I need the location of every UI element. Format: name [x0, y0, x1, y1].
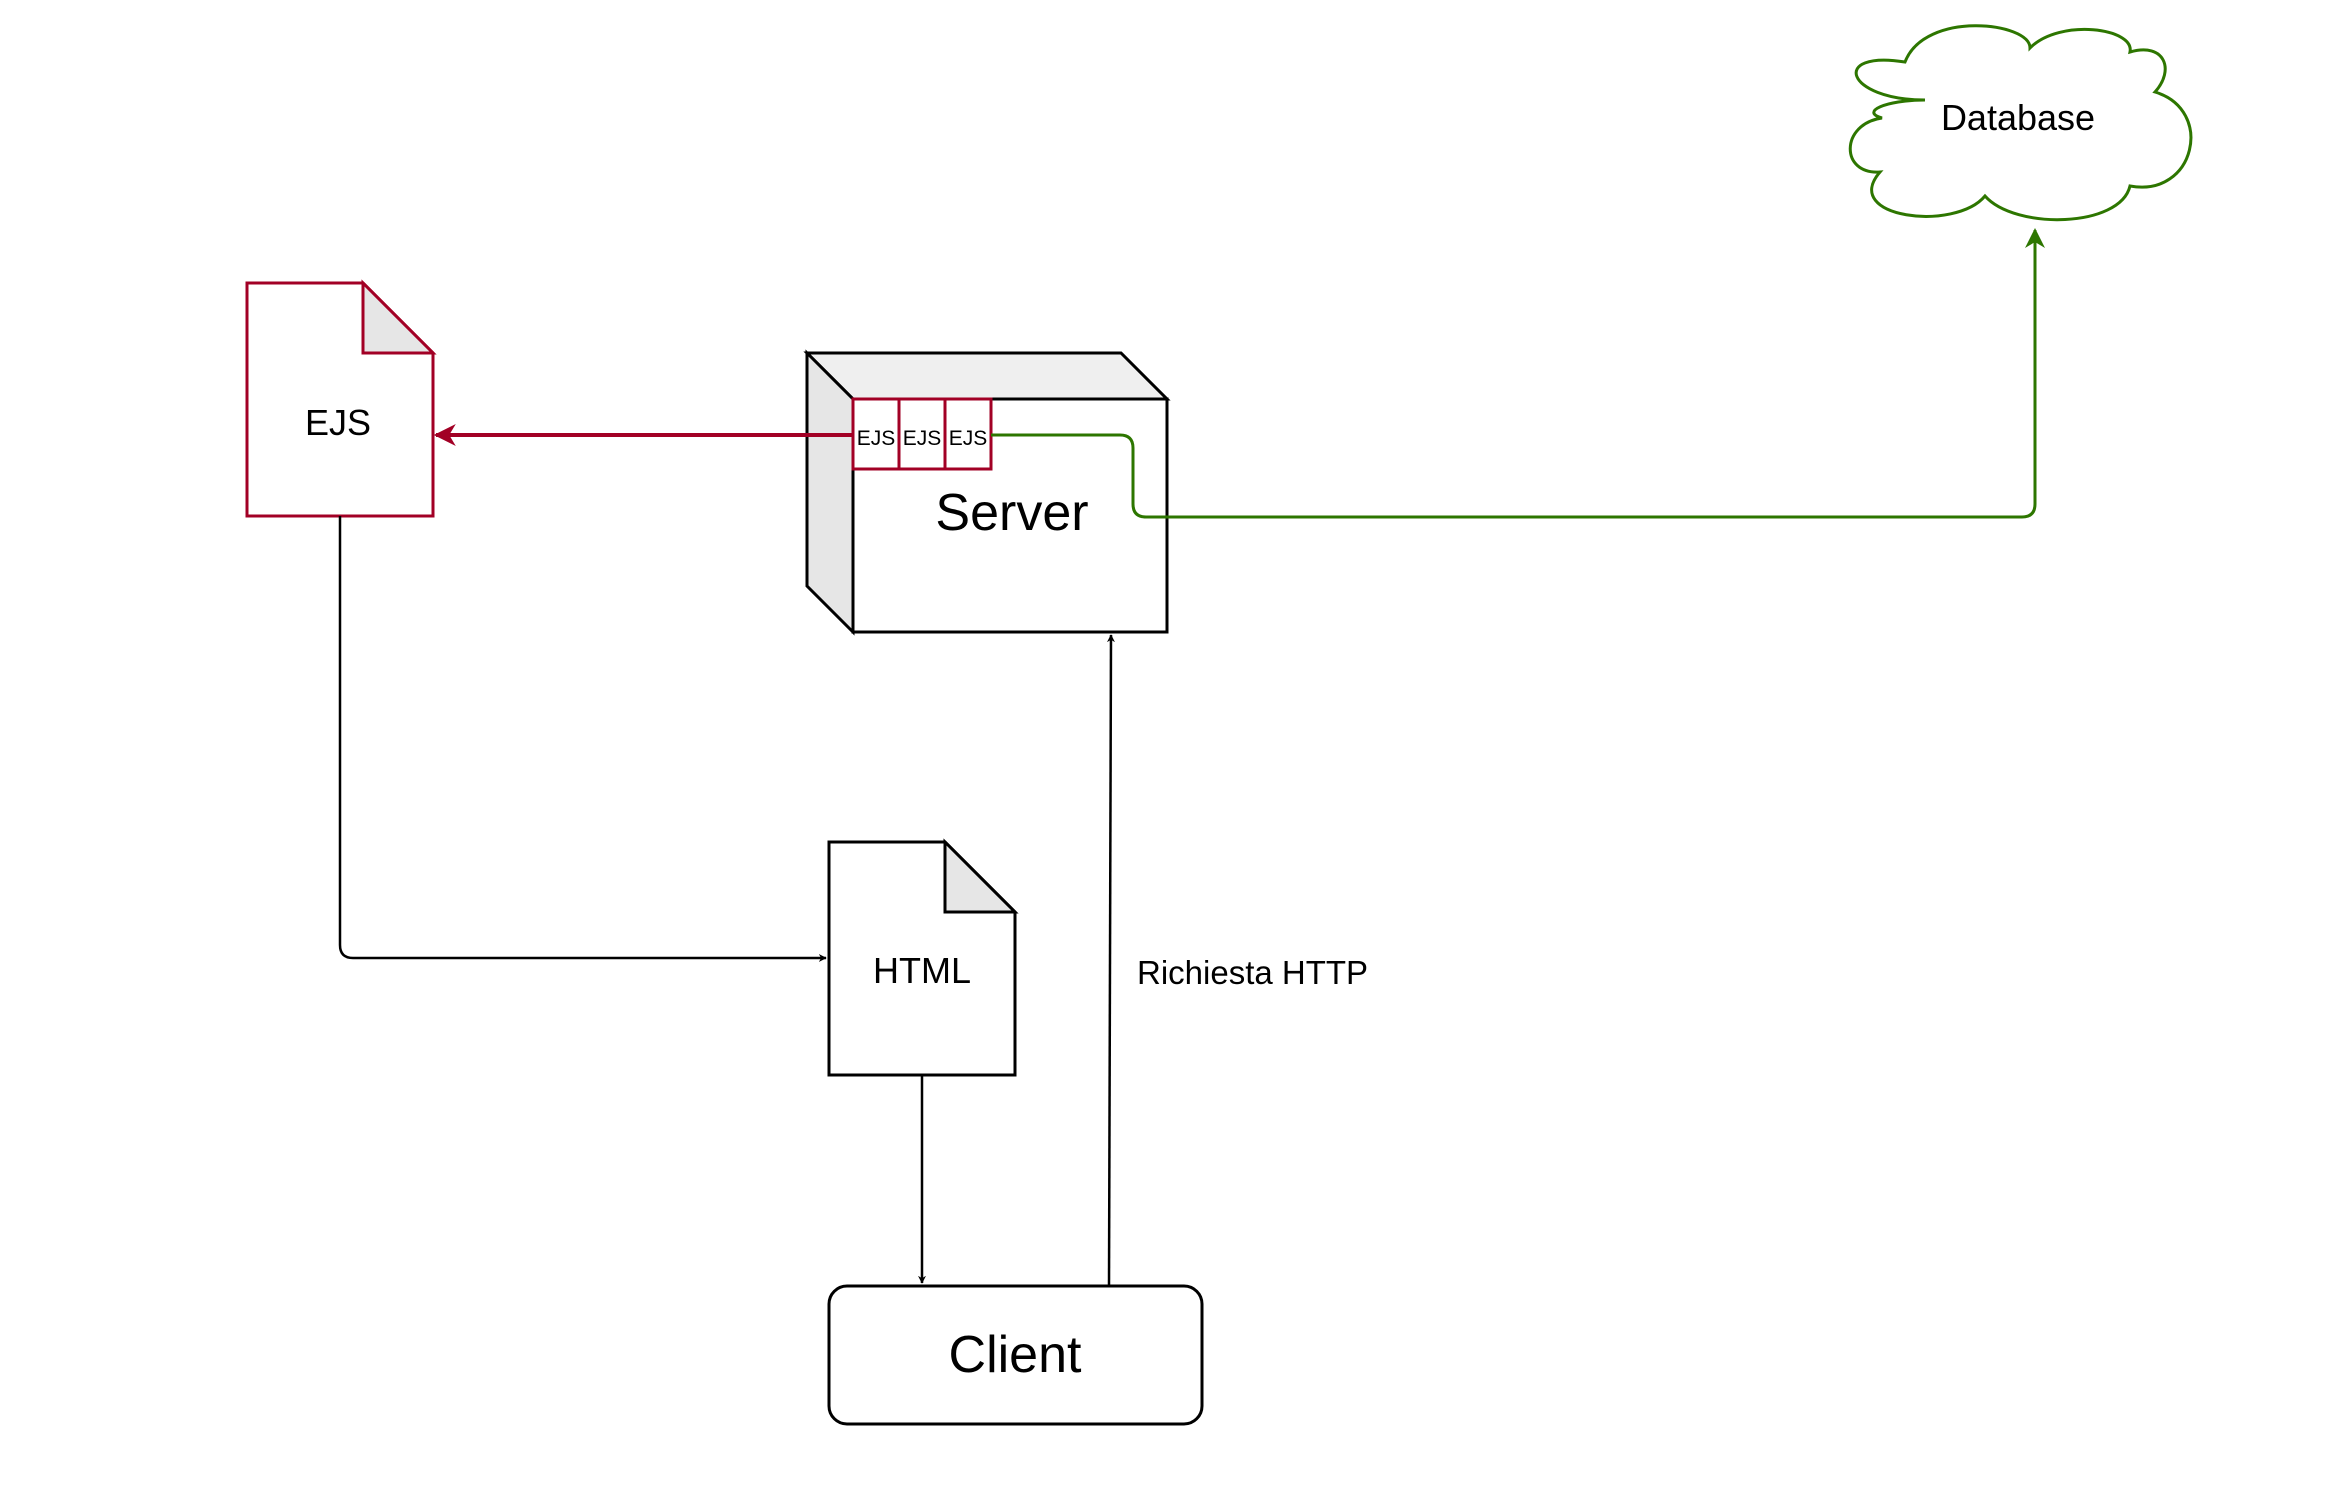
ejs-template-label: EJS	[903, 427, 942, 450]
edge-ejs-to-html	[338, 516, 827, 962]
ejs-document-shape	[245, 281, 435, 518]
database-cloud-shape	[1848, 24, 2193, 222]
ejs-document-label: EJS	[305, 402, 371, 443]
ejs-document-node[interactable]: EJS	[245, 279, 437, 518]
client-node[interactable]: Client	[827, 1284, 1204, 1426]
ejs-template-slot[interactable]: EJS	[851, 397, 901, 471]
edge-server-to-database	[991, 228, 2045, 519]
http-request-label: Richiesta HTTP	[1137, 954, 1368, 991]
ejs-document-fold	[361, 279, 437, 355]
server-node[interactable]: Server EJS EJS EJS	[803, 349, 1171, 636]
database-node[interactable]: Database	[1848, 24, 2193, 222]
server-label: Server	[935, 484, 1088, 542]
server-side-face	[805, 349, 855, 636]
html-document-fold	[943, 838, 1019, 914]
ejs-template-label: EJS	[857, 427, 896, 450]
database-label: Database	[1941, 97, 2095, 138]
html-document-label: HTML	[873, 950, 971, 991]
client-label: Client	[949, 1326, 1082, 1384]
ejs-template-label: EJS	[949, 427, 988, 450]
client-box	[827, 1284, 1204, 1426]
html-document-node[interactable]: HTML	[827, 838, 1019, 1077]
ejs-template-slot[interactable]: EJS	[943, 397, 993, 471]
ejs-template-slot[interactable]: EJS	[897, 397, 947, 471]
server-top-face	[803, 351, 1171, 401]
edge-client-to-server	[1106, 634, 1115, 1287]
